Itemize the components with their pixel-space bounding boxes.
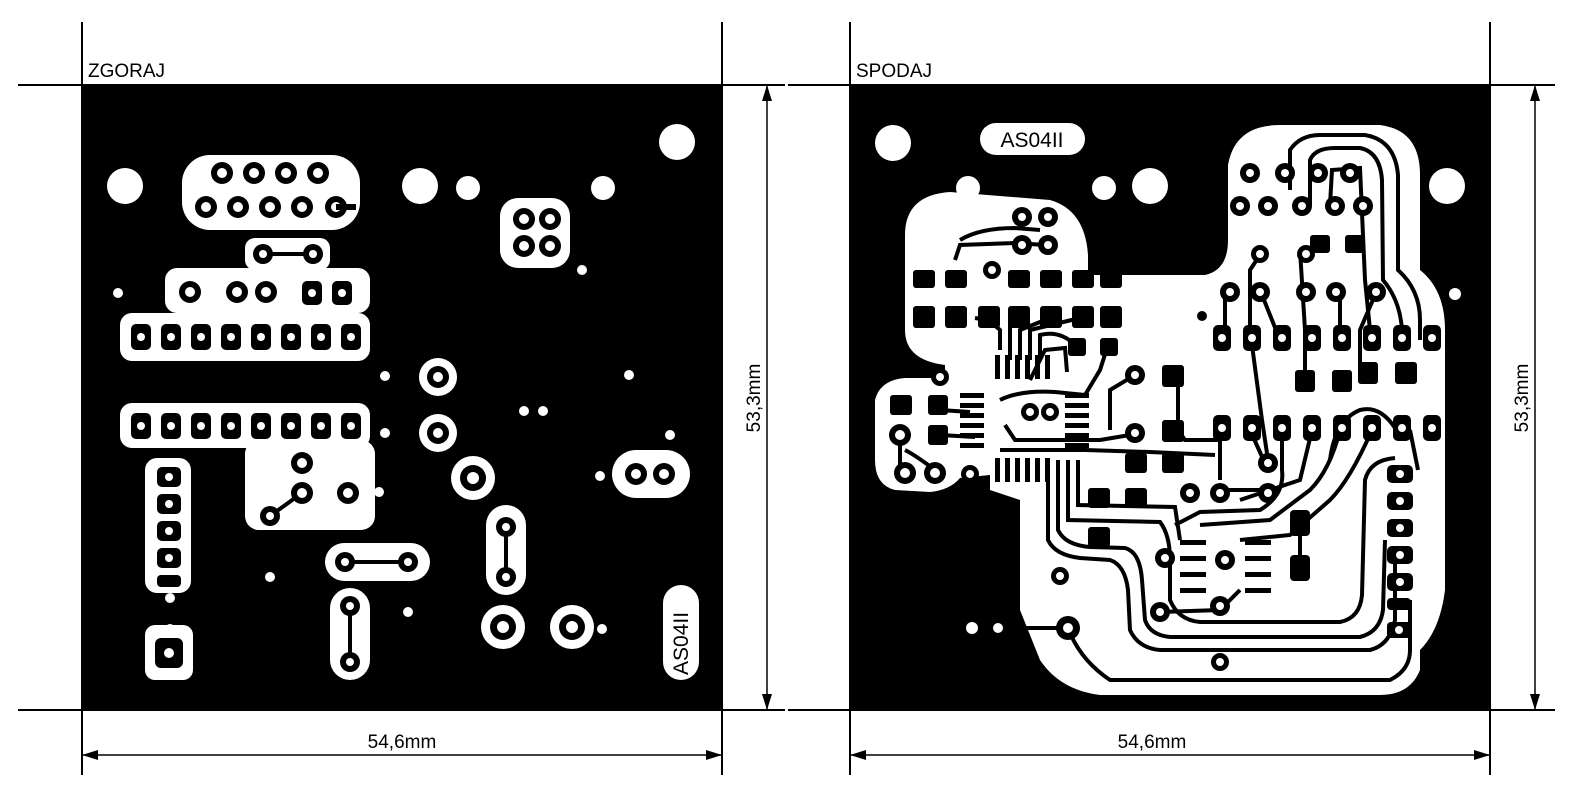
bottom-width-label: 54,6mm: [1118, 732, 1187, 753]
top-view-panel: ZGORAJ AS04II 54,6mm 53,3mm: [18, 22, 785, 775]
top-board: [82, 85, 722, 710]
top-height-label: 53,3mm: [744, 364, 765, 433]
bottom-tht-pads: [889, 163, 1441, 671]
top-crop-marks: [18, 22, 785, 775]
bottom-smd-pads: [890, 235, 1417, 593]
bottom-width-dimension: [850, 750, 1490, 760]
top-board-code: AS04II: [670, 612, 693, 675]
bottom-crop-marks: [788, 22, 1555, 775]
top-width-label: 54,6mm: [368, 732, 437, 753]
bottom-height-dimension: [1530, 85, 1540, 710]
top-width-dimension: [82, 750, 722, 760]
top-pads: [131, 162, 675, 672]
top-height-dimension: [762, 85, 772, 710]
top-view-label: ZGORAJ: [88, 61, 165, 82]
bottom-height-label: 53,3mm: [1512, 364, 1533, 433]
bottom-board-code: AS04II: [1000, 129, 1063, 152]
bottom-view-panel: SPODAJ AS04II 54,6mm 53,3mm: [788, 22, 1555, 775]
bottom-view-label: SPODAJ: [856, 61, 932, 82]
